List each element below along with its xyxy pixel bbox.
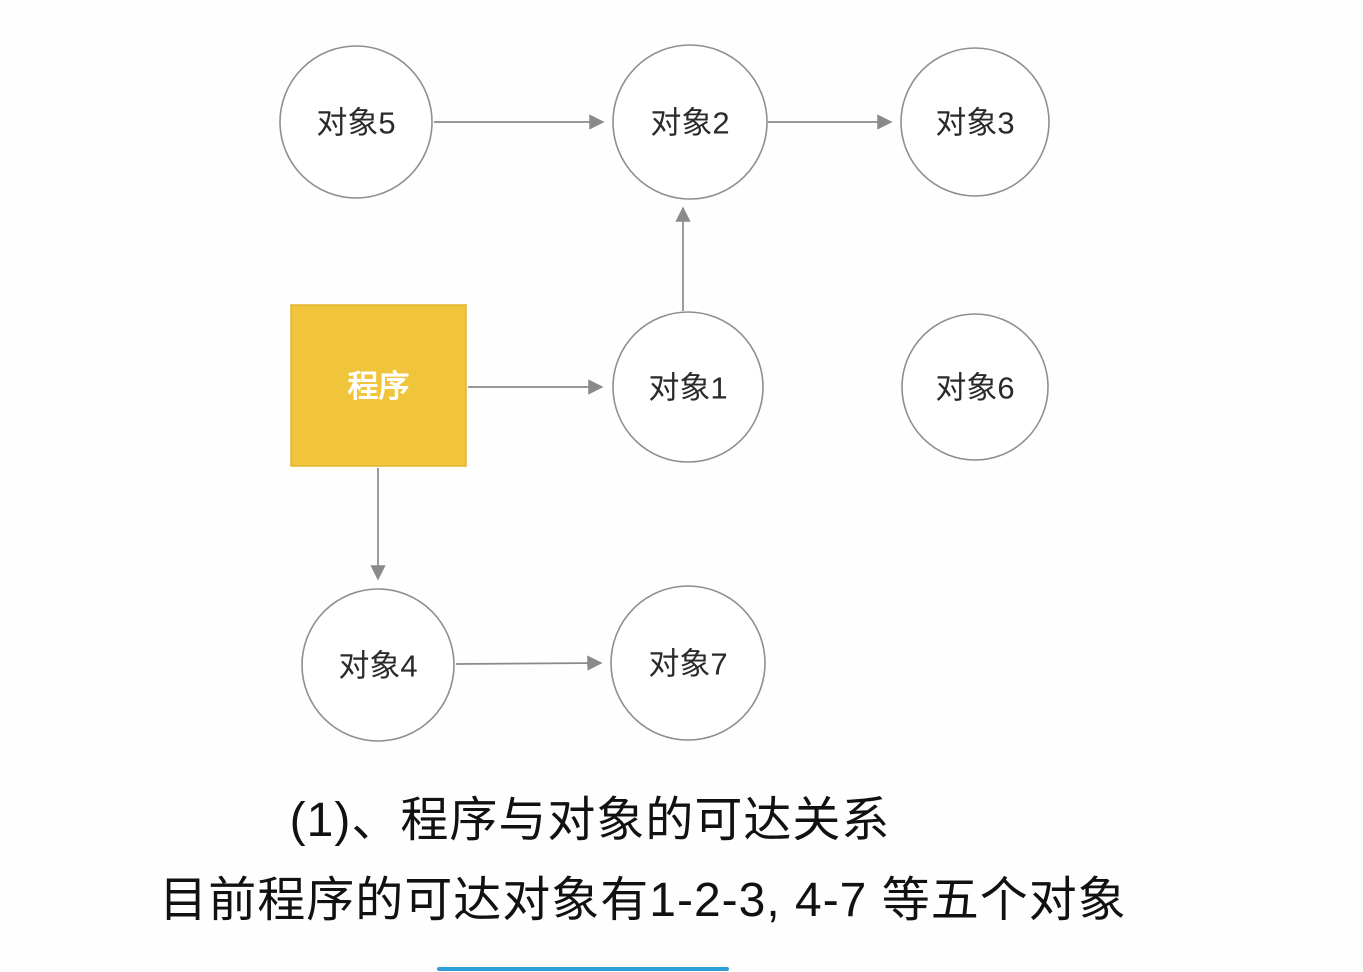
edge-obj4-to-obj7 (455, 655, 603, 671)
node-label-obj2: 对象2 (650, 106, 729, 141)
node-label-obj3: 对象3 (935, 106, 1014, 141)
node-obj4: 对象4 (301, 588, 455, 742)
node-circle-obj4 (301, 588, 455, 742)
node-obj6: 对象6 (901, 313, 1049, 461)
node-program: 程序 (290, 304, 467, 467)
node-label-obj7: 对象7 (648, 647, 727, 682)
node-obj3: 对象3 (900, 47, 1050, 197)
node-obj1: 对象1 (612, 311, 764, 463)
caption-title: (1)、程序与对象的可达关系 (289, 794, 891, 847)
node-obj7: 对象7 (610, 585, 766, 741)
video-progress-bar[interactable] (437, 967, 729, 971)
node-circle-obj2 (612, 44, 768, 200)
node-circle-obj6 (901, 313, 1049, 461)
node-circle-obj7 (610, 585, 766, 741)
node-label-obj6: 对象6 (935, 371, 1014, 406)
caption-description: 目前程序的可达对象有1-2-3, 4-7 等五个对象 (159, 874, 1127, 927)
node-circle-obj1 (612, 311, 764, 463)
node-label-obj4: 对象4 (338, 649, 417, 684)
node-circle-obj3 (900, 47, 1050, 197)
node-obj5: 对象5 (279, 45, 433, 199)
node-label-obj5: 对象5 (316, 106, 395, 141)
program-label: 程序 (348, 369, 410, 404)
node-obj2: 对象2 (612, 44, 768, 200)
node-circle-obj5 (279, 45, 433, 199)
node-label-obj1: 对象1 (648, 371, 727, 406)
program-rect (290, 304, 467, 467)
